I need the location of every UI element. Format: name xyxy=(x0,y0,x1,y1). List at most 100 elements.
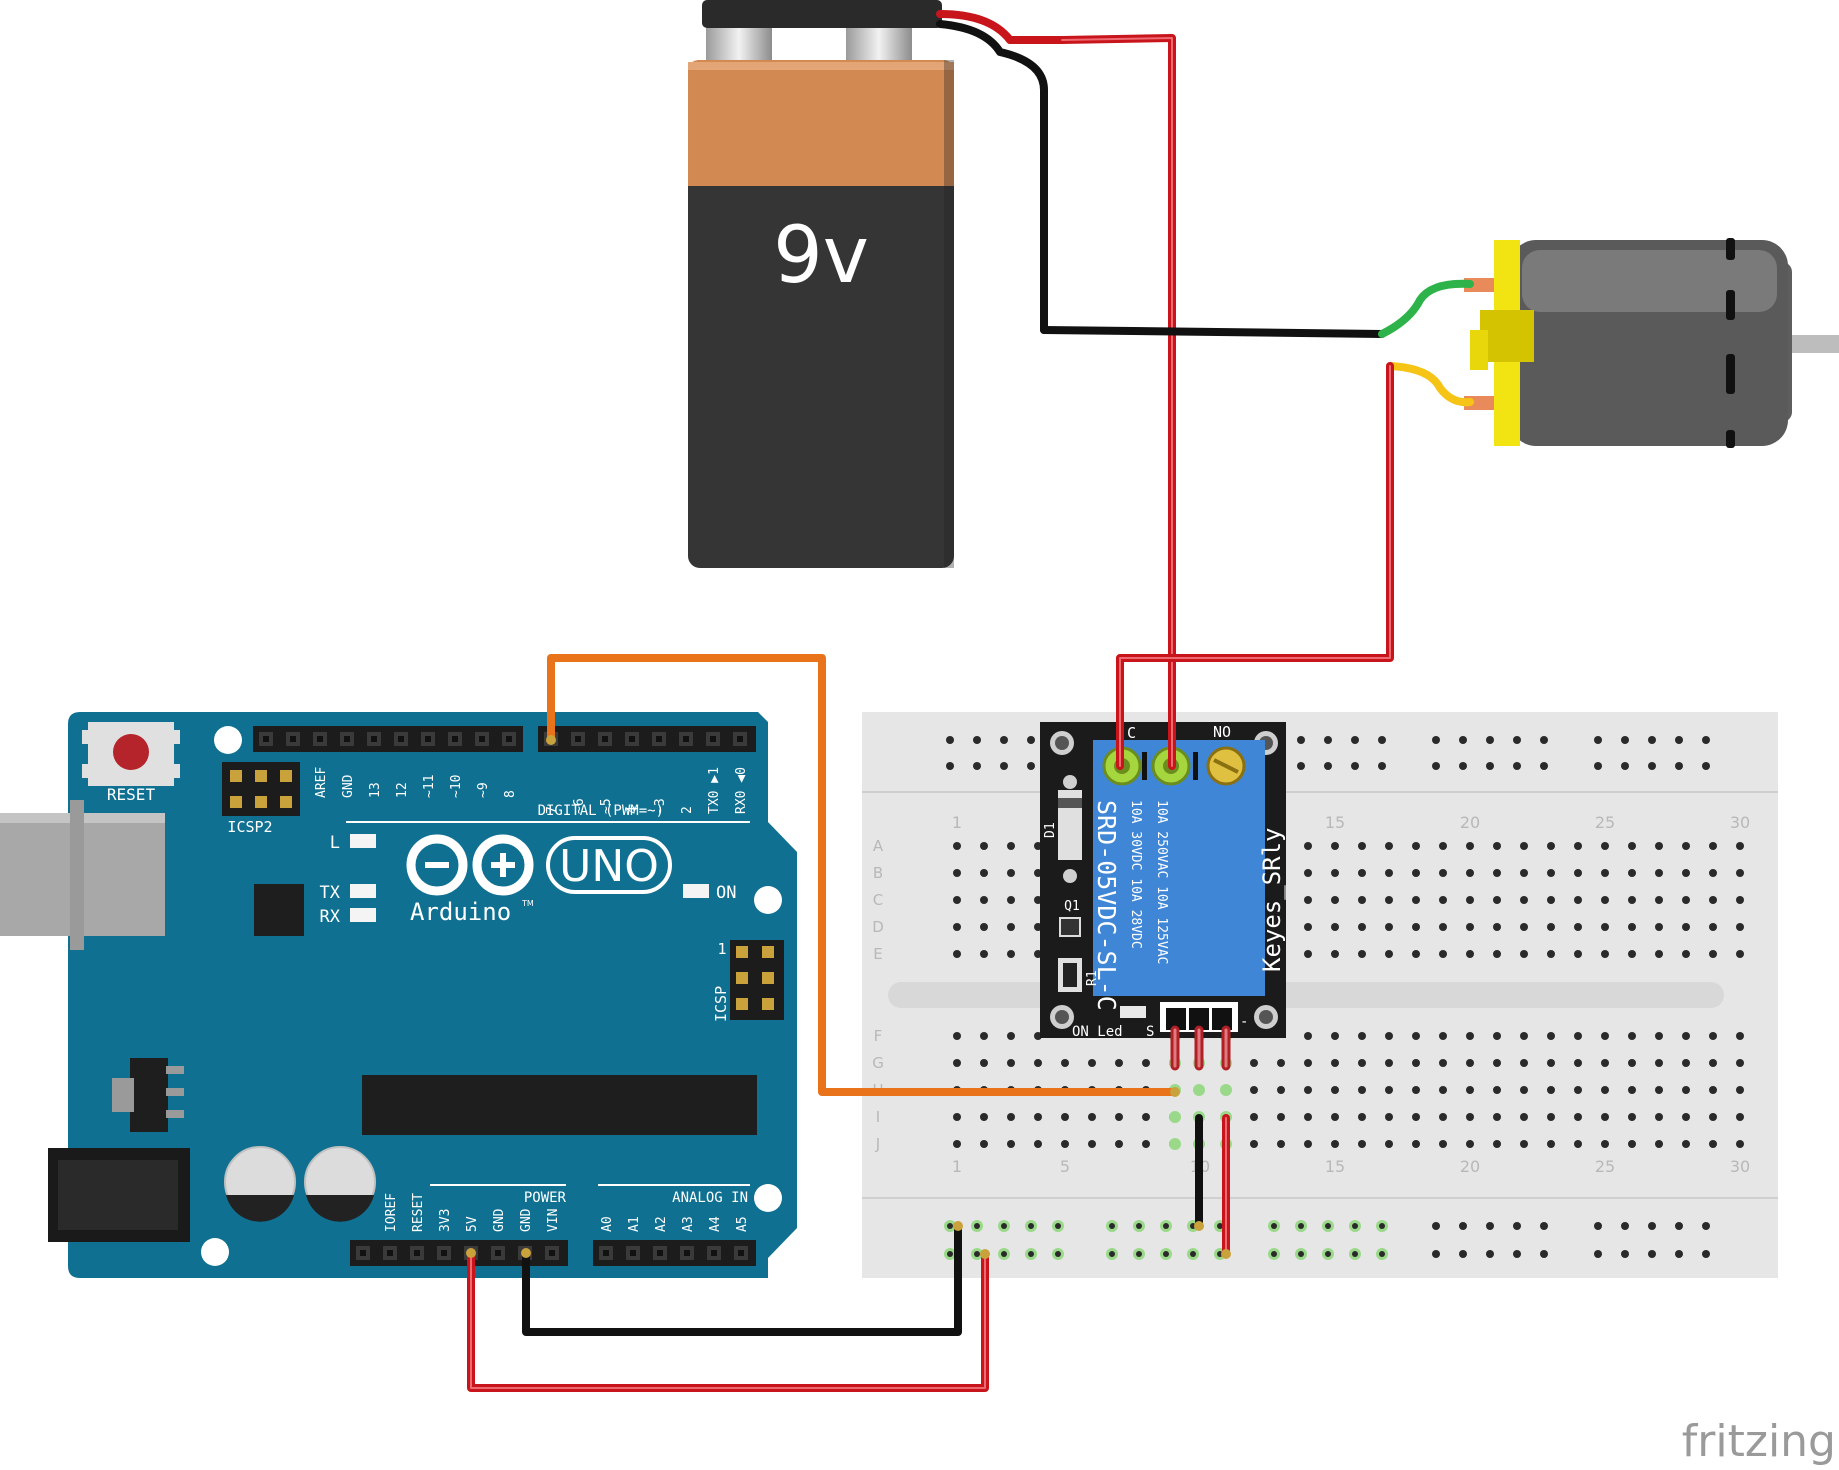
breadboard-hole[interactable] xyxy=(1709,1059,1717,1067)
breadboard-hole[interactable] xyxy=(1682,1113,1690,1121)
rail-hole[interactable] xyxy=(1540,762,1548,770)
rail-hole[interactable] xyxy=(1459,1250,1467,1258)
breadboard-hole[interactable] xyxy=(1007,842,1015,850)
breadboard-hole[interactable] xyxy=(1736,1113,1744,1121)
breadboard-hole[interactable] xyxy=(1007,869,1015,877)
breadboard-hole[interactable] xyxy=(1520,869,1528,877)
rail-hole[interactable] xyxy=(1702,736,1710,744)
breadboard-hole[interactable] xyxy=(1250,1086,1258,1094)
breadboard-hole[interactable] xyxy=(1601,869,1609,877)
breadboard-hole[interactable] xyxy=(1466,842,1474,850)
breadboard-hole[interactable] xyxy=(980,869,988,877)
breadboard-hole[interactable] xyxy=(1682,1032,1690,1040)
breadboard-hole[interactable] xyxy=(980,1032,988,1040)
breadboard-hole[interactable] xyxy=(1439,923,1447,931)
breadboard-hole[interactable] xyxy=(1007,896,1015,904)
breadboard-hole[interactable] xyxy=(1601,842,1609,850)
breadboard-hole[interactable] xyxy=(1277,1140,1285,1148)
breadboard-hole[interactable] xyxy=(953,1113,961,1121)
breadboard-hole[interactable] xyxy=(1007,1059,1015,1067)
breadboard-hole[interactable] xyxy=(1601,1113,1609,1121)
breadboard-hole[interactable] xyxy=(1304,896,1312,904)
breadboard-hole[interactable] xyxy=(1304,1059,1312,1067)
breadboard-hole[interactable] xyxy=(980,1059,988,1067)
breadboard-hole[interactable] xyxy=(1655,1059,1663,1067)
breadboard-hole[interactable] xyxy=(1655,842,1663,850)
breadboard-hole[interactable] xyxy=(1493,923,1501,931)
breadboard-hole[interactable] xyxy=(1682,1059,1690,1067)
breadboard-hole[interactable] xyxy=(1493,896,1501,904)
breadboard-hole[interactable] xyxy=(1520,923,1528,931)
breadboard-hole[interactable] xyxy=(1682,896,1690,904)
rail-hole[interactable] xyxy=(1297,736,1305,744)
rail-hole[interactable] xyxy=(1027,762,1035,770)
breadboard-hole[interactable] xyxy=(1358,950,1366,958)
breadboard-hole[interactable] xyxy=(1520,950,1528,958)
breadboard-hole[interactable] xyxy=(1682,1086,1690,1094)
breadboard-hole[interactable] xyxy=(1682,842,1690,850)
rail-hole[interactable] xyxy=(1513,736,1521,744)
breadboard-hole[interactable] xyxy=(1709,842,1717,850)
rail-hole[interactable] xyxy=(1378,762,1386,770)
rail-hole[interactable] xyxy=(1648,736,1656,744)
breadboard-hole[interactable] xyxy=(1088,1059,1096,1067)
rail-hole[interactable] xyxy=(1540,736,1548,744)
breadboard-hole[interactable] xyxy=(1007,1140,1015,1148)
breadboard-hole[interactable] xyxy=(1385,896,1393,904)
breadboard-hole[interactable] xyxy=(1736,1059,1744,1067)
breadboard-hole[interactable] xyxy=(1547,1086,1555,1094)
rail-hole[interactable] xyxy=(1702,1222,1710,1230)
breadboard-hole[interactable] xyxy=(953,923,961,931)
rail-hole[interactable] xyxy=(1459,1222,1467,1230)
breadboard-hole[interactable] xyxy=(1493,869,1501,877)
breadboard-hole[interactable] xyxy=(1331,896,1339,904)
breadboard-hole[interactable] xyxy=(1736,1140,1744,1148)
breadboard-hole[interactable] xyxy=(1493,1140,1501,1148)
rail-hole[interactable] xyxy=(1513,762,1521,770)
rail-hole[interactable] xyxy=(1486,1250,1494,1258)
rail-hole[interactable] xyxy=(1648,1222,1656,1230)
rail-hole[interactable] xyxy=(946,736,954,744)
breadboard-hole[interactable] xyxy=(1331,923,1339,931)
breadboard-hole[interactable] xyxy=(1358,869,1366,877)
breadboard-hole[interactable] xyxy=(1250,1140,1258,1148)
breadboard-hole[interactable] xyxy=(1331,1059,1339,1067)
breadboard-hole[interactable] xyxy=(1628,950,1636,958)
breadboard-hole[interactable] xyxy=(1142,1059,1150,1067)
breadboard-hole[interactable] xyxy=(1358,896,1366,904)
breadboard-hole[interactable] xyxy=(1304,1086,1312,1094)
rail-hole[interactable] xyxy=(1432,736,1440,744)
breadboard-hole[interactable] xyxy=(1736,950,1744,958)
breadboard-hole[interactable] xyxy=(953,869,961,877)
breadboard-hole[interactable] xyxy=(1736,1032,1744,1040)
breadboard-hole[interactable] xyxy=(1142,1113,1150,1121)
breadboard-hole[interactable] xyxy=(1385,1032,1393,1040)
breadboard-hole[interactable] xyxy=(1385,842,1393,850)
breadboard-hole[interactable] xyxy=(1331,950,1339,958)
breadboard-hole[interactable] xyxy=(1331,842,1339,850)
rail-hole[interactable] xyxy=(1675,762,1683,770)
rail-hole[interactable] xyxy=(1324,762,1332,770)
breadboard-hole[interactable] xyxy=(1412,1113,1420,1121)
rail-hole[interactable] xyxy=(1648,762,1656,770)
rail-hole[interactable] xyxy=(1432,1222,1440,1230)
breadboard-hole[interactable] xyxy=(1277,1113,1285,1121)
rail-hole[interactable] xyxy=(1000,736,1008,744)
breadboard-hole[interactable] xyxy=(1655,1113,1663,1121)
breadboard-hole[interactable] xyxy=(1547,923,1555,931)
breadboard-hole[interactable] xyxy=(1412,1059,1420,1067)
breadboard-hole[interactable] xyxy=(1142,1140,1150,1148)
breadboard-hole[interactable] xyxy=(1601,1059,1609,1067)
breadboard-hole[interactable] xyxy=(1601,950,1609,958)
rail-hole[interactable] xyxy=(1621,1250,1629,1258)
breadboard-hole[interactable] xyxy=(1250,1059,1258,1067)
breadboard-hole[interactable] xyxy=(1439,1086,1447,1094)
breadboard-hole[interactable] xyxy=(1709,923,1717,931)
breadboard-hole[interactable] xyxy=(1466,1140,1474,1148)
breadboard-hole[interactable] xyxy=(953,1140,961,1148)
breadboard-hole[interactable] xyxy=(1736,896,1744,904)
rail-hole[interactable] xyxy=(1513,1222,1521,1230)
breadboard-hole[interactable] xyxy=(1358,1140,1366,1148)
rail-hole[interactable] xyxy=(1675,1250,1683,1258)
breadboard-hole[interactable] xyxy=(1709,896,1717,904)
